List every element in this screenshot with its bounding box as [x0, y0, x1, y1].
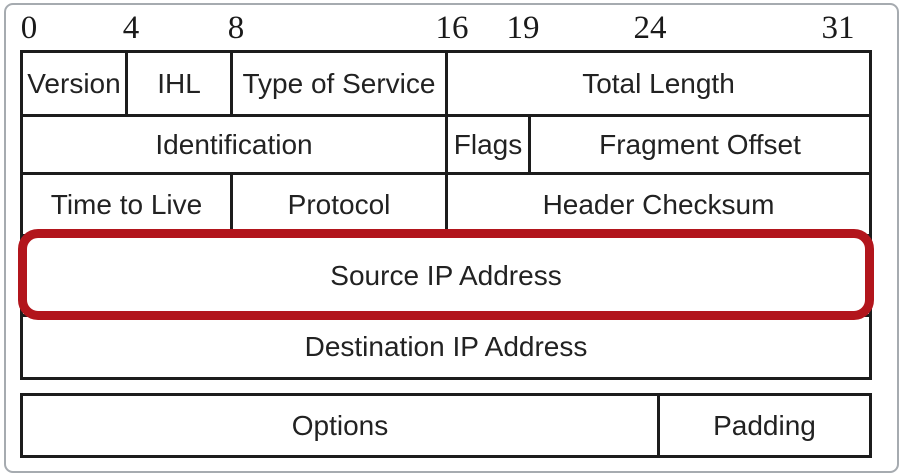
- table-row-3: Time to Live Protocol Header Checksum: [23, 172, 869, 234]
- field-type-of-service: Type of Service: [230, 53, 445, 114]
- bit-label-16: 16: [435, 10, 469, 46]
- bit-label-0: 0: [20, 10, 38, 46]
- bit-label-8: 8: [227, 10, 245, 46]
- field-destination-ip-address: Destination IP Address: [23, 317, 869, 377]
- field-type-of-service-label: Type of Service: [242, 67, 436, 99]
- field-fragment-offset-label: Fragment Offset: [599, 128, 801, 160]
- bit-label-31: 31: [821, 10, 855, 46]
- table-row-2: Identification Flags Fragment Offset: [23, 114, 869, 172]
- table-row-1: Version IHL Type of Service Total Length: [23, 53, 869, 114]
- field-ihl-label: IHL: [157, 67, 201, 99]
- field-padding: Padding: [657, 396, 869, 455]
- ip-header-table: Version IHL Type of Service Total Length…: [18, 50, 874, 380]
- field-header-checksum: Header Checksum: [445, 175, 869, 234]
- table-row-4: Source IP Address: [18, 229, 874, 320]
- bit-label-24: 24: [633, 10, 667, 46]
- field-fragment-offset: Fragment Offset: [528, 117, 869, 172]
- field-identification: Identification: [23, 117, 445, 172]
- field-version-label: Version: [27, 67, 121, 99]
- field-flags: Flags: [445, 117, 528, 172]
- field-header-checksum-label: Header Checksum: [542, 188, 775, 220]
- field-source-ip-address-label: Source IP Address: [330, 259, 562, 291]
- options-padding-row: Options Padding: [20, 393, 872, 458]
- bit-label-19: 19: [506, 10, 540, 46]
- field-flags-label: Flags: [453, 128, 523, 160]
- field-time-to-live: Time to Live: [23, 175, 230, 234]
- field-version: Version: [23, 53, 125, 114]
- field-identification-label: Identification: [155, 128, 313, 160]
- field-protocol: Protocol: [230, 175, 445, 234]
- field-options-label: Options: [291, 409, 389, 441]
- field-total-length-label: Total Length: [582, 67, 735, 99]
- table-row-5: Destination IP Address: [23, 314, 869, 377]
- field-padding-label: Padding: [713, 409, 816, 441]
- field-source-ip-address: Source IP Address: [23, 237, 869, 314]
- field-destination-ip-address-label: Destination IP Address: [304, 331, 588, 362]
- bit-label-4: 4: [122, 10, 140, 46]
- field-options: Options: [23, 396, 657, 455]
- field-total-length: Total Length: [445, 53, 869, 114]
- field-protocol-label: Protocol: [287, 188, 391, 220]
- field-ihl: IHL: [125, 53, 230, 114]
- field-time-to-live-label: Time to Live: [50, 188, 203, 220]
